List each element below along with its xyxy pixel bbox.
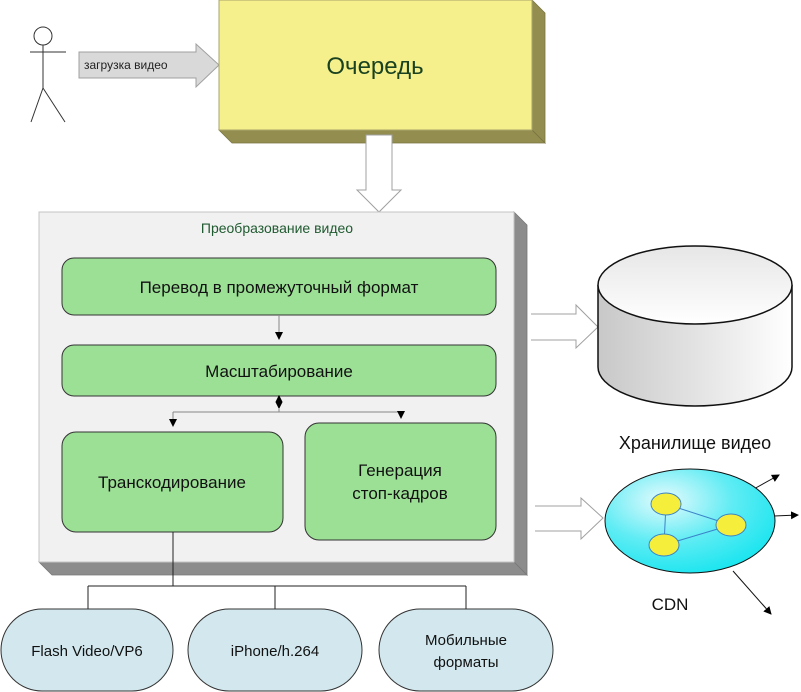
output-mobile-label-line2: форматы: [433, 654, 498, 671]
output-mobile-label-line1: Мобильные: [425, 632, 507, 649]
step-intermediate-format: Перевод в промежуточный формат: [61, 257, 497, 316]
transform-title: Преобразование видео: [201, 220, 353, 236]
cdn-node: [650, 492, 682, 516]
upload-arrow-label: загрузка видео: [84, 58, 168, 72]
step-intermediate-label: Перевод в промежуточный формат: [140, 278, 419, 297]
step-transcoding-label: Транскодирование: [98, 473, 246, 492]
storage-cylinder-icon: [597, 245, 793, 407]
step-scaling: Масштабирование: [61, 344, 497, 397]
user-actor-icon: [30, 26, 66, 123]
step-thumbnails: Генерация стоп-кадров: [304, 422, 497, 541]
output-iphone-label: iPhone/h.264: [231, 643, 319, 660]
output-flash-label: Flash Video/VP6: [31, 643, 142, 660]
cdn-node: [648, 533, 680, 557]
step-scaling-label: Масштабирование: [205, 362, 353, 381]
cdn-network-icon: [604, 468, 799, 615]
output-iphone: iPhone/h.264: [187, 608, 363, 692]
queue-to-transform-arrow: [355, 134, 403, 213]
connector-scaling-split: [169, 394, 405, 427]
storage-label: Хранилище видео: [619, 433, 771, 453]
queue-box: Очередь: [218, 0, 546, 144]
output-mobile-formats: Мобильные форматы: [378, 608, 554, 692]
step-thumbnails-label-line1: Генерация: [358, 461, 442, 480]
transcoding-output-tree: [87, 532, 467, 609]
transform-to-cdn-arrow: [535, 496, 604, 541]
step-thumbnails-label-line2: стоп-кадров: [352, 484, 448, 503]
queue-label: Очередь: [326, 53, 423, 80]
transform-to-storage-arrow: [531, 303, 599, 350]
output-flash-video: Flash Video/VP6: [0, 608, 174, 692]
cdn-label: CDN: [652, 595, 689, 614]
cdn-node: [715, 513, 747, 537]
upload-arrow: загрузка видео: [78, 42, 220, 89]
step-transcoding: Транскодирование: [61, 431, 284, 533]
